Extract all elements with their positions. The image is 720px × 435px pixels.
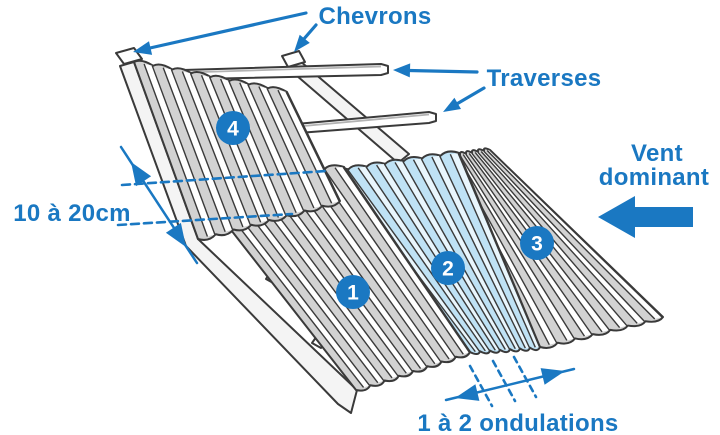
sheet-4-groove-line: [181, 71, 244, 228]
badge-2-number: 2: [442, 258, 454, 281]
traverses-arrowhead-bottom-icon: [443, 97, 461, 112]
chevrons-pointer-line-left: [148, 11, 308, 50]
sheet-4-groove-line: [219, 78, 280, 218]
sheet-2-groove-line: [357, 167, 486, 352]
sheet-4-ridge: [201, 75, 268, 223]
badge-2-circle: [431, 251, 465, 285]
label-overlap-lateral: 1 à 2 ondulations: [417, 410, 618, 435]
sheet-1-ridge: [259, 173, 413, 374]
label-traverses: Traverses: [487, 65, 602, 92]
sheet-4-ridge: [278, 90, 339, 204]
sheet-2-groove-line: [420, 158, 521, 349]
sheet-4-groove-line: [258, 86, 315, 209]
overlap-dashed-line-bottom: [116, 212, 294, 227]
sheet-1-ridge: [316, 168, 455, 359]
sheet-3-ridge: [457, 155, 574, 341]
badge-4-circle: [216, 111, 250, 145]
purlin-bottom-shading: [286, 113, 430, 129]
sheet-3-groove-line: [459, 154, 575, 340]
sheet-2-ridge: [432, 155, 530, 349]
sheet-4-groove-line: [239, 82, 297, 214]
ondulation-arrowhead-right-icon: [540, 368, 565, 385]
label-wind-line2: dominant: [599, 164, 709, 191]
sheet-3-ridge: [481, 151, 645, 324]
sheet-4-groove-line: [162, 67, 226, 232]
wind-direction-arrow-icon: [598, 196, 693, 238]
sheet-4-groove-line: [151, 65, 216, 235]
badge-1-number: 1: [347, 282, 359, 305]
label-wind-line1: Vent: [631, 140, 683, 167]
traverses-pointer-line-top: [407, 68, 479, 74]
sheet-2-groove-line: [365, 166, 491, 351]
sheet-4-groove-line: [143, 63, 209, 237]
sheet-1-groove-line: [342, 166, 470, 353]
badge-1-circle: [336, 275, 370, 309]
sheet-2-groove-line: [457, 152, 541, 348]
sheet-3-groove-line: [489, 149, 663, 318]
sheet-4-groove-line: [247, 84, 305, 212]
left-rafter: [119, 61, 358, 414]
measure-arrowhead-up-icon: [131, 162, 152, 187]
badge-3: 3: [520, 226, 554, 260]
sheet-2-groove-line: [346, 169, 481, 352]
sheets-group: [133, 59, 664, 392]
sheet-2-ridge: [450, 153, 540, 348]
sheet-1-ridge: [221, 176, 384, 383]
annotations-group: Chevrons Traverses Vent dominant 10 à 20…: [13, 3, 709, 435]
chevrons-arrowhead-left-icon: [133, 41, 153, 55]
ondulation-dashed-line-1: [468, 364, 494, 408]
sheet-3-groove-line: [486, 149, 656, 320]
ondulation-dashed-line-3: [512, 355, 538, 399]
sheet-3-groove-line: [456, 155, 568, 341]
sheet-4-groove-line: [285, 91, 340, 202]
sheet-4-ridge: [182, 71, 251, 227]
label-overlap-vertical: 10 à 20cm: [13, 200, 130, 227]
sheet-1-ridge: [278, 171, 427, 369]
traverses-arrowhead-top-icon: [393, 63, 411, 78]
sheet-2-ridge: [413, 158, 520, 349]
sheet-1-groove-line: [334, 167, 464, 355]
sheet-4-ridge: [144, 64, 215, 237]
badge-3-circle: [520, 226, 554, 260]
sheet-4-groove-line: [266, 87, 322, 207]
sheet-2-groove-line: [439, 155, 531, 349]
sheet-1-ridge: [297, 170, 441, 364]
ondulation-dashed-line-2: [491, 359, 517, 403]
middle-rafter-head: [281, 50, 306, 68]
badge-2: 2: [431, 251, 465, 285]
sheet-4-ridge: [240, 82, 304, 213]
sheet-1-ridge: [240, 175, 398, 378]
sheet-1-groove-line: [323, 168, 456, 358]
sheet-3-ridge: [487, 150, 662, 319]
measure-arrowhead-down-icon: [165, 222, 186, 247]
sheet-4-groove-line: [228, 80, 287, 216]
chevrons-arrowhead-middle-icon: [294, 34, 310, 52]
chevrons-pointer-line-middle: [301, 23, 318, 42]
sheet-4-groove-line: [200, 74, 262, 223]
badge-3-number: 3: [531, 233, 543, 256]
sheet-4-ridge: [163, 67, 233, 232]
badge-4: 4: [216, 111, 250, 145]
sheet-2-ridge: [358, 166, 490, 351]
sheet-4-groove-line: [170, 69, 234, 230]
sheet-4-ridge: [259, 86, 322, 208]
badge-1: 1: [336, 275, 370, 309]
sheet-2-groove-line: [431, 156, 526, 349]
traverses-pointer-line-bottom: [453, 86, 486, 107]
sheet-2-groove-line: [449, 153, 536, 348]
badge-4-number: 4: [227, 118, 239, 141]
sheet-1-ridge: [335, 167, 470, 355]
label-chevrons: Chevrons: [318, 3, 431, 30]
ondulation-arrowhead-left-icon: [455, 384, 480, 401]
sheet-3-groove-line: [483, 150, 646, 322]
sheet-2: [329, 150, 541, 356]
sheet-4-groove-line: [277, 89, 333, 204]
sheet-4-groove-line: [189, 72, 252, 226]
sheet-3-groove-line: [480, 150, 638, 324]
sheet-4-groove-line: [208, 76, 269, 221]
sheet-2-groove-line: [412, 159, 516, 350]
overlap-dashed-line-top: [120, 169, 328, 187]
